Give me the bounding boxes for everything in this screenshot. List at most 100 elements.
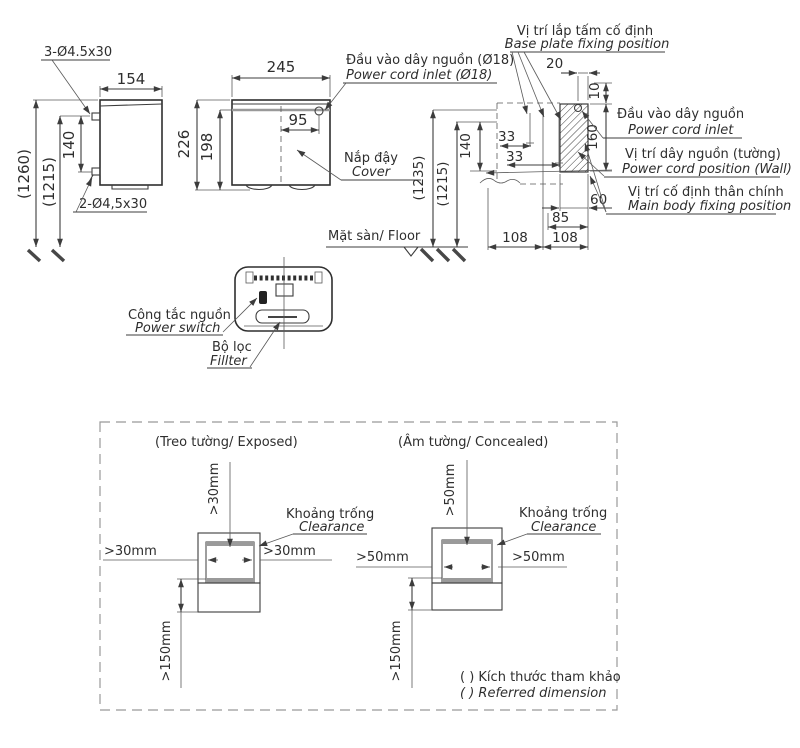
bottom-hook-tab <box>91 167 101 176</box>
exposed-lower-block <box>197 582 261 613</box>
dim-154: 154 <box>117 70 146 88</box>
dim-245: 245 <box>267 58 296 76</box>
clearance-label-vi: Khoảng trống <box>286 507 374 522</box>
cord-wall-label-vi: Vị trí dây nguồn (tường) <box>625 147 781 162</box>
body-fix-label-en: Main body fixing position <box>628 199 791 214</box>
dim-1215-text: (1215) <box>435 162 451 207</box>
floor-label: Mặt sàn/ Floor <box>328 229 421 244</box>
floor-line: Mặt sàn/ Floor <box>326 229 468 263</box>
bottom-view: Công tắc nguồn Power switch Bộ lọc Fillt… <box>126 257 333 369</box>
base-plate-label-vi: Vị trí lắp tấm cố định <box>517 24 653 39</box>
ground-tick <box>26 248 42 263</box>
power-switch <box>259 291 267 304</box>
dim-33-a: 33 <box>498 129 531 149</box>
dim-198: 198 <box>198 133 216 162</box>
exposed-clearance-label: Khoảng trống Clearance <box>258 507 374 547</box>
filter-label-en: Fillter <box>210 354 248 369</box>
exposed-bottom-dim: >150mm <box>159 578 206 688</box>
dim-20: 20 <box>546 56 600 101</box>
concealed-clearance-label: Khoảng trống Clearance <box>496 506 607 546</box>
body-break-line <box>479 178 521 184</box>
dim-160-text: 160 <box>585 124 601 150</box>
dim-108a-text: 108 <box>502 230 528 246</box>
side-view-body <box>99 99 163 186</box>
filter-slot <box>255 309 310 324</box>
exposed-diagram: >30mm >30mm >30mm >150mm Khoảng trống <box>103 462 374 688</box>
wall-detail: 20 10 160 33 33 <box>411 24 792 250</box>
dim-1235: (1235) <box>411 109 497 247</box>
label-screw-top: 3-Ø4.5x30 <box>41 45 112 115</box>
bottom-view-body <box>234 266 333 332</box>
reference-note: ( ) Kích thước tham khảo ( ) Referred di… <box>460 670 621 701</box>
label-base-plate-fixing: Vị trí lắp tấm cố định Base plate fixing… <box>505 24 670 121</box>
side-view: 154 (1260) (1215) 140 3-Ø4.5x30 2-Ø4,5x3… <box>15 45 163 263</box>
exposed-left-dim: >30mm <box>103 544 218 563</box>
dim-33a-text: 33 <box>498 129 515 145</box>
inlet-wall-label-en: Power cord inlet <box>628 123 734 138</box>
dim-85: 85 <box>547 210 588 230</box>
clearance-panel: (Treo tường/ Exposed) (Âm tường/ Conceal… <box>99 421 621 711</box>
concealed-top-text: >50mm <box>443 464 458 517</box>
exposed-bottom-text: >150mm <box>159 620 174 681</box>
body-fix-label-vi: Vị trí cố định thân chính <box>628 185 784 200</box>
dim-140-wall: 140 <box>456 121 497 172</box>
screw-bottom-label: 2-Ø4,5x30 <box>79 197 147 212</box>
clearance-label-en: Clearance <box>299 520 364 535</box>
label-cord-position-wall: Vị trí dây nguồn (tường) Power cord posi… <box>485 147 792 178</box>
cover-label-en: Cover <box>352 165 392 180</box>
dim-85-text: 85 <box>552 210 569 226</box>
dim-33b-text: 33 <box>506 149 523 165</box>
concealed-title: (Âm tường/ Concealed) <box>398 434 548 450</box>
label-power-switch: Công tắc nguồn Power switch <box>126 297 258 336</box>
label-screw-bottom: 2-Ø4,5x30 <box>73 177 147 213</box>
dim-108b-text: 108 <box>552 230 578 246</box>
dim-108-pair: 108 108 <box>487 174 589 250</box>
dim-10: 10 <box>587 82 612 103</box>
dim-1260: (1260) <box>15 149 33 199</box>
dim-1215-wall: (1215) <box>435 122 460 247</box>
label-cover: Nắp đậy Cover <box>296 149 421 181</box>
inlet-label-en: Power cord inlet (Ø18) <box>346 68 492 83</box>
dim-width-245: 245 <box>231 58 331 97</box>
label-filter: Bộ lọc Fillter <box>207 321 281 369</box>
concealed-lower-block <box>431 582 503 611</box>
exposed-title: (Treo tường/ Exposed) <box>155 435 298 450</box>
clearance-border <box>99 421 618 711</box>
dim-inlet-offset-95: 95 <box>281 111 320 134</box>
dim-height-1260: (1260) <box>15 99 98 247</box>
dim-20-text: 20 <box>546 56 563 72</box>
label-main-body-fixing: Vị trí cố định thân chính Main body fixi… <box>584 142 791 215</box>
note-en: ( ) Referred dimension <box>460 686 606 701</box>
switch-label-vi: Công tắc nguồn <box>128 308 231 323</box>
concealed-bottom-text: >150mm <box>389 620 404 681</box>
concealed-right-text: >50mm <box>512 550 565 565</box>
dim-height-226: 226 <box>175 99 250 191</box>
dim-1235-text: (1235) <box>411 156 427 201</box>
cover-label-vi: Nắp đậy <box>344 151 398 166</box>
dim-95: 95 <box>288 111 307 129</box>
plate-cord-inlet-hole <box>573 103 583 113</box>
dim-width-154: 154 <box>99 70 163 97</box>
screw-top-label: 3-Ø4.5x30 <box>44 45 112 60</box>
exposed-top-text: >30mm <box>207 463 222 516</box>
exposed-opening <box>205 541 255 584</box>
concealed-left-dim: >50mm <box>356 550 453 570</box>
dim-226: 226 <box>175 130 193 159</box>
label-power-cord-inlet-wall: Đầu vào dây nguồn Power cord inlet <box>581 107 744 139</box>
dim-60-text: 60 <box>590 192 607 208</box>
dim-140-text: 140 <box>458 133 474 159</box>
exposed-top-dim: >30mm <box>207 462 233 547</box>
base-plate-label-en: Base plate fixing position <box>505 37 670 52</box>
concealed-bottom-dim: >150mm <box>389 577 442 688</box>
clearance-label-vi: Khoảng trống <box>519 506 607 521</box>
exposed-right-text: >30mm <box>263 544 316 559</box>
top-hook-tab <box>91 112 101 121</box>
inlet-label-vi: Đầu vào dây nguồn (Ø18) <box>346 53 514 68</box>
dim-140: 140 <box>60 131 78 160</box>
floor-datum-triangle <box>402 246 420 257</box>
concealed-top-dim: >50mm <box>443 460 470 545</box>
dim-height-1215: (1215) <box>40 115 90 247</box>
exposed-left-text: >30mm <box>104 544 157 559</box>
